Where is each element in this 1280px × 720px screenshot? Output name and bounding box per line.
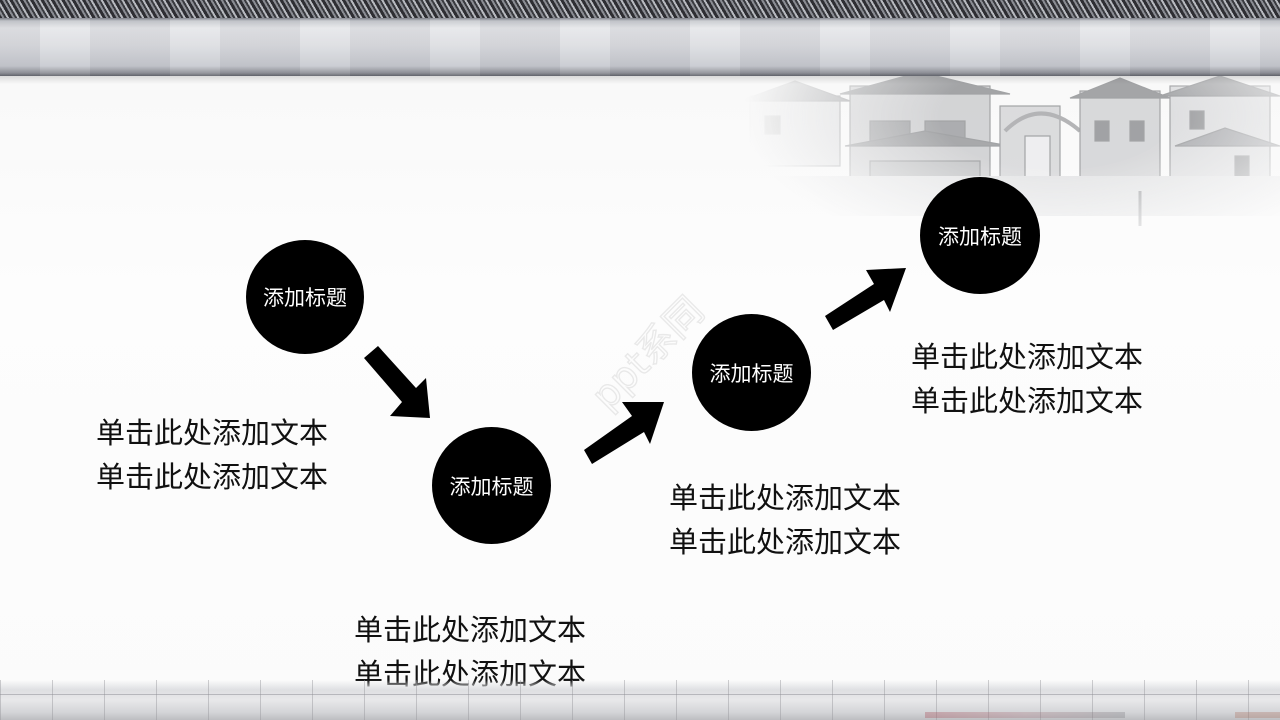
step-3-line-1: 单击此处添加文本 (669, 481, 902, 515)
arrow-up-right-icon (584, 402, 664, 464)
scroll-top-roller (0, 18, 1280, 76)
scroll-top-rope (0, 0, 1280, 20)
bottom-decor-accent-right (1235, 712, 1280, 718)
step-1-line-1: 单击此处添加文本 (96, 416, 329, 450)
step-1-circle[interactable]: 添加标题 (246, 240, 364, 354)
step-4-line-1: 单击此处添加文本 (911, 340, 1144, 374)
step-2-description[interactable]: 单击此处添加文本 单击此处添加文本 (354, 608, 586, 696)
arrow-down-right-icon (364, 346, 430, 418)
step-2-circle[interactable]: 添加标题 (432, 427, 551, 544)
watermark-logo-icon: ppt系同 (582, 290, 713, 419)
step-4-title[interactable]: 添加标题 (938, 224, 1022, 249)
step-3-circle[interactable]: 添加标题 (692, 314, 811, 431)
step-4-description[interactable]: 单击此处添加文本 单击此处添加文本 (911, 335, 1143, 423)
step-3-line-2: 单击此处添加文本 (669, 525, 902, 559)
step-2-line-1: 单击此处添加文本 (354, 613, 587, 647)
step-1-title[interactable]: 添加标题 (263, 286, 347, 310)
step-3-description[interactable]: 单击此处添加文本 单击此处添加文本 (669, 476, 901, 564)
step-4-line-2: 单击此处添加文本 (911, 384, 1144, 418)
step-1-description[interactable]: 单击此处添加文本 单击此处添加文本 (96, 411, 328, 499)
step-1-line-2: 单击此处添加文本 (96, 460, 329, 494)
bottom-brick-wall (0, 680, 1280, 720)
step-4-circle[interactable]: 添加标题 (920, 177, 1040, 294)
scroll-top-shadow (0, 76, 1280, 84)
arrow-up-right-icon (825, 268, 906, 330)
step-2-title[interactable]: 添加标题 (449, 474, 534, 499)
bottom-decor-accent (925, 712, 1125, 718)
step-3-title[interactable]: 添加标题 (709, 361, 794, 386)
